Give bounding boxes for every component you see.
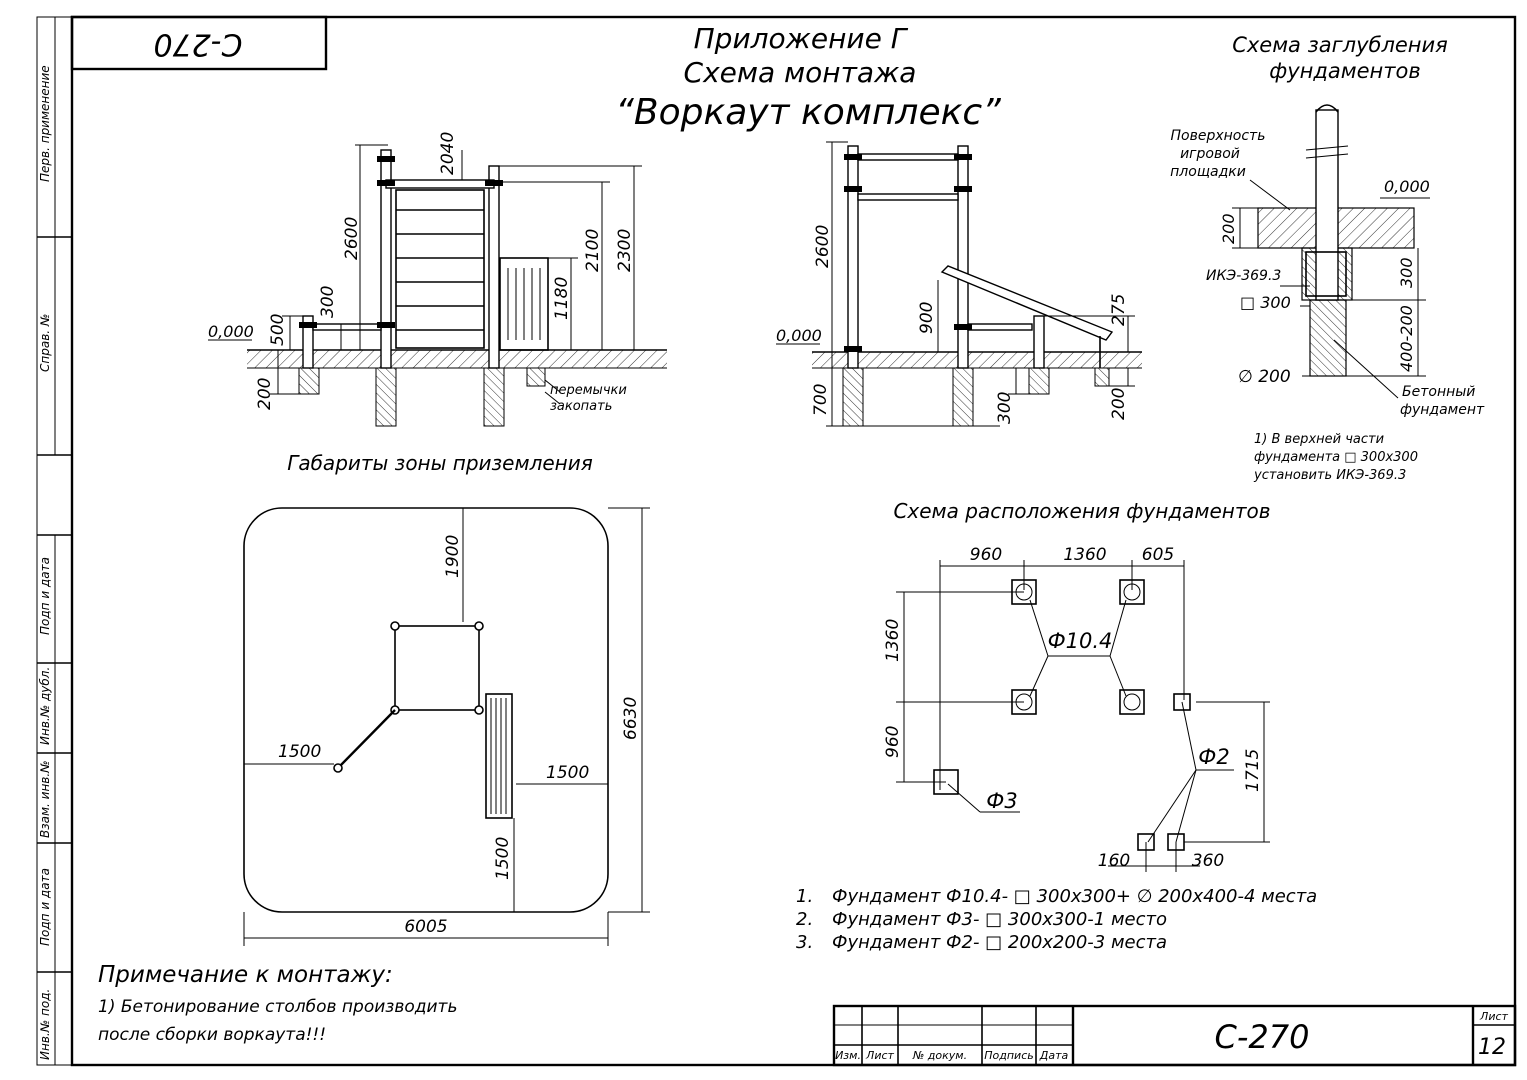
ike-label: ИКЭ-369.3 bbox=[1206, 268, 1281, 284]
layout-top-dim-1360: 1360 bbox=[1063, 545, 1106, 565]
landing-zone: Габариты зоны приземления 1900 6630 1500… bbox=[243, 451, 650, 946]
stamp-vzam-inv: Взам. инв.№ bbox=[38, 760, 52, 838]
installation-note: Примечание к монтажу: 1) Бетонирование с… bbox=[98, 962, 457, 1045]
square-300-label: □ 300 bbox=[1240, 293, 1291, 312]
layout-list-num-2: 2. bbox=[796, 909, 813, 930]
layout-left-dim-1360: 1360 bbox=[883, 619, 903, 662]
title-line-3: “Воркаут комплекс” bbox=[615, 92, 1001, 133]
depth-note-line-2: фундамента □ 300х300 bbox=[1254, 450, 1418, 465]
left-dim-2040: 2040 bbox=[438, 132, 458, 175]
right-dim-200: 200 bbox=[1109, 388, 1129, 420]
title-block: Изм. Лист № докум. Подпись Дата С-270 Ли… bbox=[832, 1004, 1517, 1067]
layout-title: Схема расположения фундаментов bbox=[893, 499, 1270, 523]
stamp-perv-primenenie: Перв. применение bbox=[38, 65, 52, 182]
layout-right-dim-1715: 1715 bbox=[1243, 749, 1263, 792]
foundation-layout: Схема расположения фундаментов bbox=[796, 499, 1317, 953]
sheet-title: Приложение Г Схема монтажа “Воркаут комп… bbox=[615, 22, 1001, 133]
left-dim-2600: 2600 bbox=[342, 217, 362, 260]
landing-dim-width: 6005 bbox=[404, 917, 447, 937]
title-line-1: Приложение Г bbox=[694, 22, 909, 55]
note-line-1: 1) Бетонирование столбов производить bbox=[98, 997, 457, 1017]
elevation-right: 0,000 2600 900 275 700 300 200 bbox=[776, 141, 1142, 427]
stamp-inv-pod: Инв.№ под. bbox=[38, 989, 52, 1060]
tb-header-list: Лист bbox=[865, 1049, 894, 1062]
side-stamps: Перв. применение Справ. № Подп и дата Ин… bbox=[38, 65, 52, 1060]
layout-list-text-2: Фундамент Ф3- □ 300х300-1 место bbox=[832, 909, 1167, 930]
surface-label-line-2: игровой bbox=[1180, 146, 1240, 162]
stamp-sprav: Справ. № bbox=[38, 314, 52, 372]
landing-dim-bottom: 1500 bbox=[493, 837, 513, 880]
tb-header-podpis: Подпись bbox=[984, 1049, 1033, 1062]
right-dim-900: 900 bbox=[917, 302, 937, 334]
layout-list-text-1: Фундамент Ф10.4- □ 300х300+ ∅ 200х400-4 … bbox=[832, 886, 1317, 907]
surface-label-line-3: площадки bbox=[1170, 164, 1246, 180]
left-dim-2100: 2100 bbox=[583, 229, 603, 272]
landing-dim-right: 1500 bbox=[546, 763, 589, 783]
landing-dim-height: 6630 bbox=[621, 697, 641, 740]
foundation-depth-scheme: Схема заглубления фундаментов Поверхност… bbox=[1170, 33, 1485, 483]
surface-label-line-1: Поверхность bbox=[1171, 128, 1266, 144]
left-dim-2300: 2300 bbox=[615, 229, 635, 272]
tb-code: С-270 bbox=[1215, 1018, 1310, 1056]
left-dim-200: 200 bbox=[255, 378, 275, 410]
right-dim-275: 275 bbox=[1109, 294, 1129, 326]
tb-header-dokum: № докум. bbox=[912, 1049, 967, 1062]
depth-title-line-1: Схема заглубления bbox=[1232, 33, 1448, 57]
sheet-frame bbox=[36, 15, 1517, 1067]
label-f3: Ф3 bbox=[986, 789, 1017, 813]
note-title: Примечание к монтажу: bbox=[98, 962, 393, 988]
stamp-podp-data-1: Подп и дата bbox=[38, 557, 52, 635]
depth-note-line-1: 1) В верхней части bbox=[1254, 432, 1384, 447]
depth-title-line-2: фундаментов bbox=[1269, 59, 1420, 83]
depth-note-line-3: установить ИКЭ-369.3 bbox=[1253, 468, 1406, 483]
right-dim-700: 700 bbox=[811, 384, 831, 416]
depth-dim-200: 200 bbox=[1219, 213, 1238, 244]
elevation-left: 0,000 2040 2600 2100 2300 1180 300 500 2… bbox=[208, 132, 667, 427]
concrete-label-line-1: Бетонный bbox=[1402, 384, 1475, 400]
left-note-line-1: перемычки bbox=[550, 383, 627, 398]
label-f104: Ф10.4 bbox=[1048, 629, 1113, 653]
right-dim-300: 300 bbox=[995, 392, 1015, 424]
corner-code: С-270 bbox=[153, 27, 242, 62]
layout-left-dim-960: 960 bbox=[883, 726, 903, 758]
layout-top-dim-960: 960 bbox=[970, 545, 1002, 565]
layout-list-text-3: Фундамент Ф2- □ 200х200-3 места bbox=[832, 932, 1167, 953]
landing-dim-left: 1500 bbox=[278, 742, 321, 762]
diameter-200-label: ∅ 200 bbox=[1238, 367, 1291, 387]
landing-zone-title: Габариты зоны приземления bbox=[287, 451, 593, 475]
left-note-line-2: закопать bbox=[550, 399, 612, 414]
layout-list-num-1: 1. bbox=[796, 886, 813, 907]
depth-dim-300: 300 bbox=[1397, 257, 1416, 288]
label-f2: Ф2 bbox=[1198, 745, 1229, 769]
left-dim-300: 300 bbox=[318, 286, 338, 318]
right-dim-2600: 2600 bbox=[813, 225, 833, 268]
left-dim-500: 500 bbox=[268, 314, 288, 346]
left-zero-level: 0,000 bbox=[208, 322, 254, 341]
stamp-podp-data-2: Подп и дата bbox=[38, 868, 52, 946]
tb-sheet-label: Лист bbox=[1479, 1010, 1508, 1023]
title-line-2: Схема монтажа bbox=[684, 56, 917, 89]
right-zero-level: 0,000 bbox=[776, 326, 822, 345]
layout-list-num-3: 3. bbox=[796, 932, 813, 953]
corner-code-box: С-270 bbox=[70, 15, 328, 71]
tb-header-data: Дата bbox=[1039, 1049, 1069, 1062]
layout-bottom-dim-360: 360 bbox=[1192, 851, 1224, 871]
layout-bottom-dim-160: 160 bbox=[1098, 851, 1130, 871]
tb-sheet-number: 12 bbox=[1478, 1035, 1506, 1060]
concrete-label-line-2: фундамент bbox=[1400, 402, 1485, 418]
depth-zero-level: 0,000 bbox=[1384, 177, 1430, 196]
depth-dim-400-200: 400-200 bbox=[1397, 305, 1416, 372]
left-dim-1180: 1180 bbox=[552, 277, 572, 320]
landing-dim-top: 1900 bbox=[443, 535, 463, 578]
layout-top-dim-605: 605 bbox=[1142, 545, 1174, 565]
stamp-inv-dubl: Инв.№ дубл. bbox=[38, 667, 52, 745]
tb-header-izm: Изм. bbox=[835, 1049, 861, 1062]
note-line-2: после сборки воркаута!!! bbox=[98, 1025, 326, 1045]
